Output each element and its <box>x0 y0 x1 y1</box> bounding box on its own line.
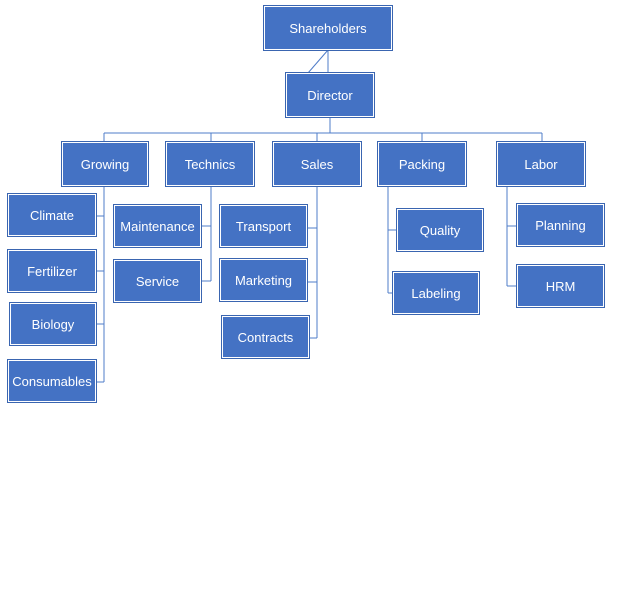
node-labeling: Labeling <box>392 271 480 315</box>
node-consumables-label: Consumables <box>12 373 92 389</box>
node-marketing: Marketing <box>219 258 308 302</box>
node-maintenance: Maintenance <box>113 204 202 248</box>
node-contracts: Contracts <box>221 315 310 359</box>
node-maintenance-label: Maintenance <box>120 218 195 234</box>
node-transport: Transport <box>219 204 308 248</box>
node-consumables: Consumables <box>7 359 97 403</box>
connector-shareholders-director-left <box>307 49 329 74</box>
node-shareholders-label: Shareholders <box>289 20 367 36</box>
node-planning-label: Planning <box>535 217 586 233</box>
node-planning: Planning <box>516 203 605 247</box>
node-labeling-label: Labeling <box>411 285 461 301</box>
node-quality: Quality <box>396 208 484 252</box>
node-packing-label: Packing <box>398 156 446 172</box>
node-hrm-label: HRM <box>545 278 576 294</box>
node-sales-label: Sales <box>300 156 334 172</box>
node-fertilizer: Fertilizer <box>7 249 97 293</box>
node-hrm: HRM <box>516 264 605 308</box>
node-labor-label: Labor <box>524 156 558 172</box>
node-growing-label: Growing <box>80 156 130 172</box>
node-technics: Technics <box>165 141 255 187</box>
node-service: Service <box>113 259 202 303</box>
node-shareholders: Shareholders <box>263 5 393 51</box>
node-biology-label: Biology <box>31 316 75 332</box>
node-biology: Biology <box>9 302 97 346</box>
node-service-label: Service <box>135 273 180 289</box>
node-packing: Packing <box>377 141 467 187</box>
node-contracts-label: Contracts <box>237 329 294 345</box>
node-marketing-label: Marketing <box>234 272 293 288</box>
node-fertilizer-label: Fertilizer <box>27 263 77 279</box>
node-director-label: Director <box>307 87 353 103</box>
node-climate-label: Climate <box>29 207 75 223</box>
node-sales: Sales <box>272 141 362 187</box>
node-climate: Climate <box>7 193 97 237</box>
node-technics-label: Technics <box>184 156 236 172</box>
node-labor: Labor <box>496 141 586 187</box>
node-growing: Growing <box>61 141 149 187</box>
node-quality-label: Quality <box>419 222 461 238</box>
node-transport-label: Transport <box>235 218 292 234</box>
node-director: Director <box>285 72 375 118</box>
